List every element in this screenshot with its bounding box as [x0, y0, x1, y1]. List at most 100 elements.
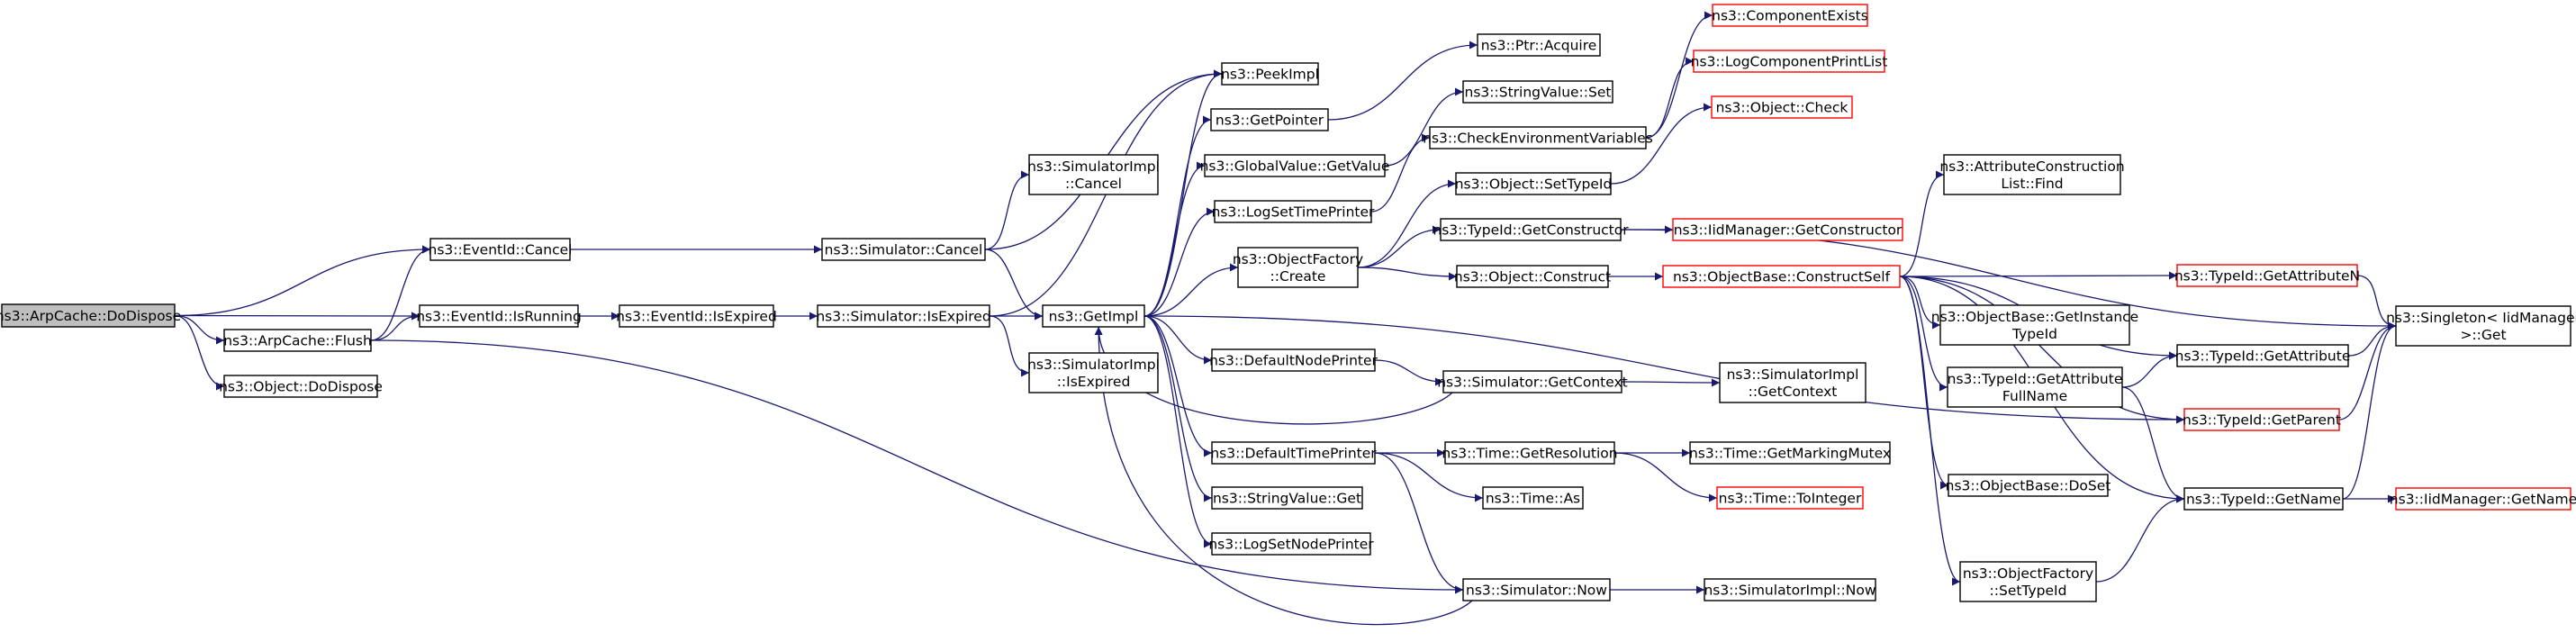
node-box[interactable]: [1462, 578, 1611, 601]
node-box[interactable]: [419, 304, 579, 328]
node-box[interactable]: [1943, 154, 2121, 195]
node-box[interactable]: [821, 238, 986, 261]
node-box[interactable]: [1, 303, 176, 328]
node-box[interactable]: [2183, 408, 2340, 431]
node-simulatorimpl_cancel[interactable]: ns3::SimulatorImpl::Cancel: [1027, 154, 1160, 195]
node-box[interactable]: [1712, 4, 1868, 27]
node-arpcache_flush[interactable]: ns3::ArpCache::Flush: [223, 329, 372, 352]
node-box[interactable]: [1477, 33, 1601, 57]
node-simulator_cancel[interactable]: ns3::Simulator::Cancel: [821, 238, 986, 261]
node-box[interactable]: [1939, 304, 2130, 346]
node-eventid_isrunning[interactable]: ns3::EventId::IsRunning: [416, 304, 582, 328]
node-typeid_getname[interactable]: ns3::TypeId::GetName: [2183, 487, 2344, 511]
node-box[interactable]: [619, 304, 774, 328]
node-typeid_getattributen[interactable]: ns3::TypeId::GetAttributeN: [2174, 264, 2360, 287]
node-object_dodispose[interactable]: ns3::Object::DoDispose: [219, 375, 383, 398]
node-getimpl[interactable]: ns3::GetImpl: [1042, 304, 1145, 328]
node-box[interactable]: [1442, 370, 1622, 393]
node-logsetnodeprinter[interactable]: ns3::LogSetNodePrinter: [1208, 532, 1374, 556]
node-simulator_getcontext[interactable]: ns3::Simulator::GetContext: [1437, 370, 1628, 393]
node-peekimpl[interactable]: ns3::PeekImpl: [1221, 62, 1319, 86]
node-box[interactable]: [1716, 486, 1864, 510]
node-ptr_acquire[interactable]: ns3::Ptr::Acquire: [1477, 33, 1601, 57]
node-defaultnodeprinter[interactable]: ns3::DefaultNodePrinter: [1209, 348, 1378, 372]
node-box[interactable]: [1455, 172, 1612, 195]
node-stringvalue_set[interactable]: ns3::StringValue::Set: [1462, 80, 1613, 104]
node-box[interactable]: [1693, 50, 1885, 73]
node-objectbase_doset[interactable]: ns3::ObjectBase::DoSet: [1946, 474, 2111, 497]
node-eventid_isexpired[interactable]: ns3::EventId::IsExpired: [616, 304, 777, 328]
node-box[interactable]: [1704, 578, 1876, 601]
node-defaulttimeprinter[interactable]: ns3::DefaultTimePrinter: [1210, 441, 1377, 465]
node-box[interactable]: [1028, 352, 1159, 393]
node-getpointer[interactable]: ns3::GetPointer: [1210, 108, 1329, 131]
node-box[interactable]: [1689, 441, 1891, 465]
node-box[interactable]: [1462, 80, 1613, 104]
node-box[interactable]: [1211, 532, 1371, 556]
node-objectfactory_create[interactable]: ns3::ObjectFactory::Create: [1233, 247, 1363, 288]
node-box[interactable]: [1042, 304, 1145, 328]
node-box[interactable]: [223, 375, 378, 398]
node-typeid_getparent[interactable]: ns3::TypeId::GetParent: [2183, 408, 2341, 431]
node-box[interactable]: [1948, 474, 2109, 497]
node-object_settypeid[interactable]: ns3::Object::SetTypeId: [1455, 172, 1613, 195]
node-box[interactable]: [1210, 108, 1329, 131]
node-box[interactable]: [2176, 344, 2349, 367]
node-globalvalue_getvalue[interactable]: ns3::GlobalValue::GetValue: [1200, 154, 1390, 177]
node-box[interactable]: [1711, 95, 1853, 119]
node-iidmanager_getconstructor[interactable]: ns3::IidManager::GetConstructor: [1672, 218, 1903, 241]
node-objectfactory_settypeid[interactable]: ns3::ObjectFactory::SetTypeId: [1959, 561, 2097, 602]
node-box[interactable]: [1211, 441, 1376, 465]
node-box[interactable]: [1662, 265, 1901, 288]
node-box[interactable]: [1214, 200, 1372, 223]
node-box[interactable]: [1672, 218, 1903, 241]
node-object_construct[interactable]: ns3::Object::Construct: [1454, 265, 1611, 288]
node-box[interactable]: [223, 329, 372, 352]
node-box[interactable]: [1204, 154, 1386, 177]
node-arpcache_dodispose[interactable]: ns3::ArpCache::DoDispose: [0, 303, 181, 328]
node-box[interactable]: [1429, 126, 1647, 149]
node-logcomponentprintlist[interactable]: ns3::LogComponentPrintList: [1691, 50, 1888, 73]
node-box[interactable]: [1719, 362, 1866, 403]
node-time_as[interactable]: ns3::Time::As: [1482, 486, 1584, 510]
node-box[interactable]: [1456, 265, 1609, 288]
node-simulatorimpl_getcontext[interactable]: ns3::SimulatorImpl::GetContext: [1719, 362, 1866, 403]
node-stringvalue_get[interactable]: ns3::StringValue::Get: [1211, 486, 1363, 510]
node-typeid_getattribute[interactable]: ns3::TypeId::GetAttribute: [2175, 344, 2351, 367]
node-box[interactable]: [2395, 305, 2571, 347]
node-box[interactable]: [1440, 218, 1622, 241]
node-logsettimeprinter[interactable]: ns3::LogSetTimePrinter: [1212, 200, 1375, 223]
node-checkenvvars[interactable]: ns3::CheckEnvironmentVariables: [1423, 126, 1653, 149]
node-box[interactable]: [1028, 154, 1159, 195]
node-box[interactable]: [2183, 487, 2344, 511]
node-componentexists[interactable]: ns3::ComponentExists: [1712, 4, 1868, 27]
node-time_tointeger[interactable]: ns3::Time::ToInteger: [1716, 486, 1864, 510]
node-box[interactable]: [1221, 62, 1319, 86]
node-box[interactable]: [1947, 366, 2123, 408]
node-typeid_getconstructor[interactable]: ns3::TypeId::GetConstructor: [1433, 218, 1629, 241]
node-objectbase_constructself[interactable]: ns3::ObjectBase::ConstructSelf: [1662, 265, 1901, 288]
node-simulatorimpl_isexpired[interactable]: ns3::SimulatorImpl::IsExpired: [1027, 352, 1160, 393]
node-box[interactable]: [1959, 561, 2097, 602]
node-simulator_isexpired[interactable]: ns3::Simulator::IsExpired: [816, 304, 991, 328]
node-box[interactable]: [1211, 348, 1376, 372]
node-box[interactable]: [1211, 486, 1363, 510]
node-simulator_now[interactable]: ns3::Simulator::Now: [1462, 578, 1611, 601]
node-box[interactable]: [1237, 247, 1359, 288]
node-box[interactable]: [1482, 486, 1584, 510]
node-box[interactable]: [817, 304, 990, 328]
node-eventid_cancel[interactable]: ns3::EventId::Cancel: [429, 238, 573, 261]
node-time_getmarkingmutex[interactable]: ns3::Time::GetMarkingMutex: [1689, 441, 1891, 465]
node-box[interactable]: [2395, 487, 2571, 511]
node-iidmanager_getname[interactable]: ns3::IidManager::GetName: [2390, 487, 2576, 511]
node-singleton_get[interactable]: ns3::Singleton< IidManager >::Get: [2386, 305, 2576, 347]
node-object_check[interactable]: ns3::Object::Check: [1711, 95, 1853, 119]
node-box[interactable]: [1444, 441, 1615, 465]
node-box[interactable]: [2176, 264, 2358, 287]
node-simulatorimpl_now[interactable]: ns3::SimulatorImpl::Now: [1704, 578, 1876, 601]
node-box[interactable]: [429, 238, 571, 261]
node-time_getresolution[interactable]: ns3::Time::GetResolution: [1442, 441, 1618, 465]
